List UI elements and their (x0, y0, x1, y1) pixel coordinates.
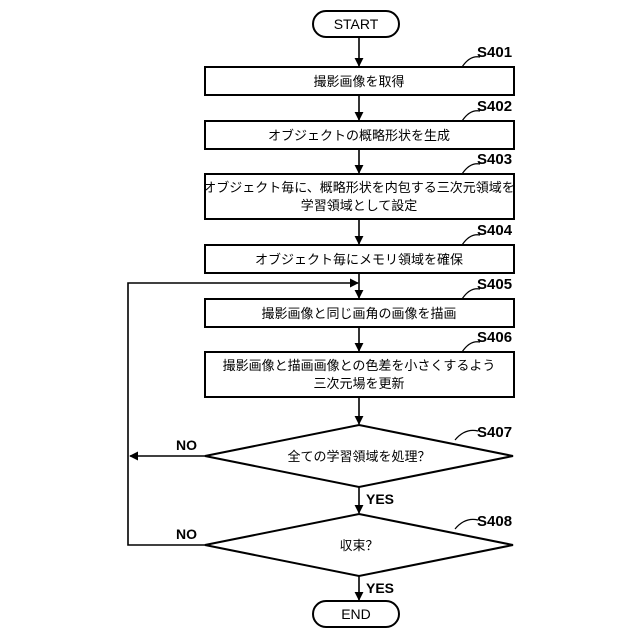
decision-s407-no-label: NO (176, 437, 197, 453)
step-s401-text: 撮影画像を取得 (313, 74, 404, 90)
step-s406-text-line1: 撮影画像と描画画像との色差を小さくするよう (223, 358, 496, 374)
decision-s407-question: 全ての学習領域を処理？ (287, 449, 430, 465)
decision-s408-id: S408 (477, 513, 512, 530)
end-label: END (341, 606, 371, 622)
decision-s408-question: 収束？ (339, 539, 378, 554)
decision-s407-yes-label: YES (366, 491, 394, 507)
step-s403-text-line2: 学習領域として設定 (301, 198, 418, 214)
step-s401-id: S401 (477, 44, 512, 61)
start-terminal: START (313, 11, 399, 37)
decision-s408: 収束？ S408 NO YES (176, 513, 513, 596)
decision-s407-id: S407 (477, 424, 512, 441)
step-s406-text-line2: 三次元場を更新 (313, 376, 404, 392)
decision-s408-yes-label: YES (366, 580, 394, 596)
decision-s407: 全ての学習領域を処理？ S407 NO YES (176, 424, 513, 507)
step-s403-id: S403 (477, 151, 512, 168)
end-terminal: END (313, 601, 399, 627)
step-s403-text-line1: オブジェクト毎に、概略形状を内包する三次元領域を (203, 180, 515, 196)
step-s404-text: オブジェクト毎にメモリ領域を確保 (255, 252, 463, 268)
step-s406-id: S406 (477, 329, 512, 346)
step-s402-text: オブジェクトの概略形状を生成 (268, 128, 450, 144)
step-s402-id: S402 (477, 98, 512, 115)
step-s405-id: S405 (477, 276, 512, 293)
decision-s408-no-label: NO (176, 526, 197, 542)
step-s404-id: S404 (477, 222, 513, 239)
start-label: START (334, 16, 379, 32)
step-s405-text: 撮影画像と同じ画角の画像を描画 (261, 306, 456, 322)
